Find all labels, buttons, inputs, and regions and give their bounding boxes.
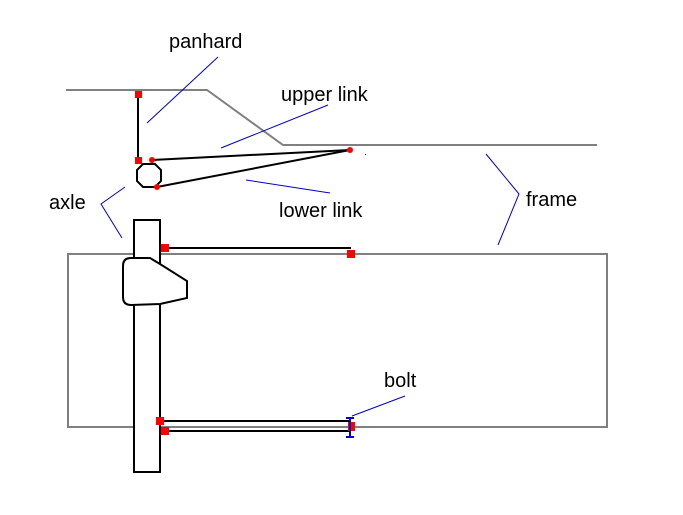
label-panhard: panhard: [169, 31, 242, 53]
links-frame-pivot: [347, 147, 353, 153]
label-bolt: bolt: [384, 370, 417, 392]
upper-link-leader: [220, 104, 329, 149]
axle-leader: [100, 186, 126, 239]
panhard-top-mount: [135, 91, 142, 98]
upper-link-axle-pivot: [149, 157, 155, 163]
bolt-leader: [351, 395, 406, 417]
lower-link-side: [156, 149, 351, 188]
panhard-bottom-mount: [135, 157, 142, 164]
differential-housing: [122, 257, 188, 307]
upper-link-axle-mount: [161, 244, 169, 252]
lower-link-axle-mount-a: [156, 417, 164, 425]
lower-link-leader: [245, 179, 331, 194]
frame-side-profile: [66, 89, 597, 146]
lower-link-axle-mount-b: [161, 427, 169, 435]
axle-side-section: [136, 163, 162, 188]
stray-dot: [365, 154, 366, 155]
lower-link-axle-pivot: [154, 184, 160, 190]
panhard-leader: [146, 56, 219, 124]
upper-link-side: [151, 149, 351, 161]
label-upper-link: upper link: [281, 84, 369, 106]
label-lower-link: lower link: [279, 200, 363, 222]
label-frame: frame: [526, 189, 577, 211]
label-axle: axle: [49, 192, 86, 214]
lower-link-frame-mount: [348, 422, 355, 431]
frame-top-view: [67, 253, 608, 428]
frame-leader: [485, 153, 520, 246]
upper-link-frame-mount: [347, 250, 355, 258]
